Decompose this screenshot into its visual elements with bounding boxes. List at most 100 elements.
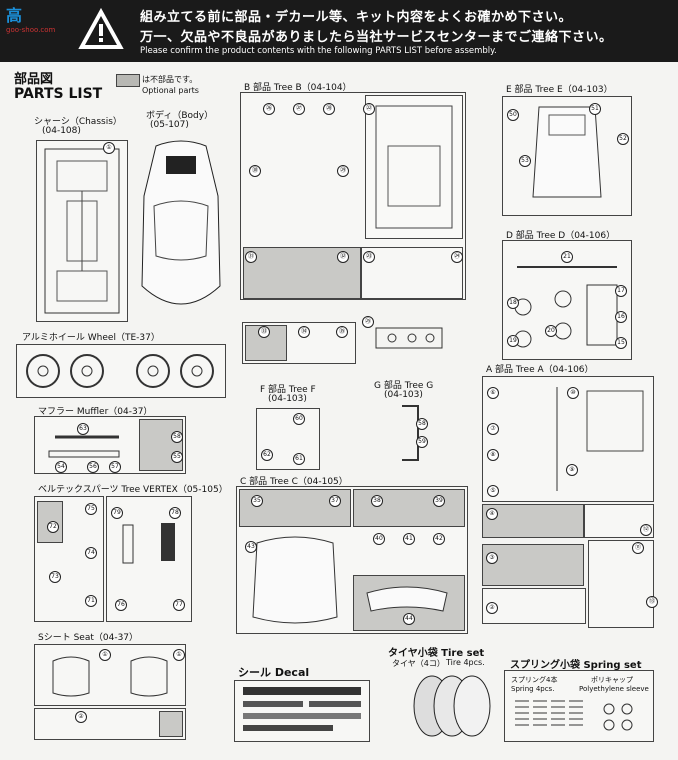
chassis-code: (04-108) <box>42 126 81 136</box>
part-number: ⑦ <box>487 423 499 435</box>
banner-line-1: 組み立てる前に部品・デカール等、キット内容をよくお確かめ下さい。 <box>140 10 573 25</box>
part-number: 20 <box>545 325 557 337</box>
spring-frame: スプリング4本 Spring 4pcs. ポリキャップ Polyethylene… <box>504 670 654 742</box>
part-number: ㉖ <box>263 103 275 115</box>
part-number: ⑫ <box>640 524 652 536</box>
part-number: 78 <box>169 507 181 519</box>
muffler-frame: 63 54 56 57 58 55 <box>34 416 186 474</box>
chassis-label: シャーシ（Chassis） <box>34 117 122 127</box>
body-code: (05-107) <box>150 120 189 130</box>
part-number: 76 <box>115 599 127 611</box>
part-number: 51 <box>589 103 601 115</box>
part-number: 19 <box>507 335 519 347</box>
part-number: 54 <box>55 461 67 473</box>
part-number: 72 <box>47 521 59 533</box>
part-number: 42 <box>433 533 445 545</box>
tire-sub-jp: タイヤ（4コ） <box>392 659 445 668</box>
part-number: 58 <box>416 418 428 430</box>
part-number: 60 <box>293 413 305 425</box>
part-number: ⑪ <box>632 542 644 554</box>
parts-list-title-jp: 部品図 <box>14 72 54 87</box>
tree-e-label: E 部品 Tree E（04-103） <box>506 85 613 95</box>
part-number: 57 <box>109 461 121 473</box>
tree-b-panel-runner <box>361 247 463 299</box>
part-number: 75 <box>85 503 97 515</box>
seat-small-runner: ② <box>34 708 186 740</box>
optional-legend-en: Optional parts <box>142 86 199 95</box>
tree-a-optional-runner-2 <box>482 544 584 586</box>
part-number: 58 <box>171 431 183 443</box>
seat-frame: ① ① <box>34 644 186 706</box>
decal-sheet <box>234 680 370 742</box>
part-number: 55 <box>171 451 183 463</box>
part-number: ⑥ <box>487 387 499 399</box>
part-number: ㉞ <box>298 326 310 338</box>
part-number: ㉕ <box>362 316 374 328</box>
part-number: 37 <box>329 495 341 507</box>
chassis-drawing <box>44 148 120 314</box>
part-number: ② <box>75 711 87 723</box>
part-number: ㉚ <box>249 165 261 177</box>
body-label: ボディ（Body） <box>146 111 214 121</box>
part-number: ① <box>103 142 115 154</box>
part-number: 38 <box>371 495 383 507</box>
part-number: ⑩ <box>567 387 579 399</box>
part-number: 62 <box>261 449 273 461</box>
part-number: ㉟ <box>336 326 348 338</box>
part-number: 39 <box>433 495 445 507</box>
chassis-part <box>36 140 128 322</box>
banner-line-3: Please confirm the product contents with… <box>140 46 497 56</box>
part-number: 40 <box>373 533 385 545</box>
part-number: ① <box>99 649 111 661</box>
tree-a-arm-runner <box>588 540 654 628</box>
part-number: ㉝ <box>258 326 270 338</box>
spring-b-en: Polyethylene sleeve <box>579 685 649 693</box>
part-number: ⑨ <box>566 464 578 476</box>
spring-a-en: Spring 4pcs. <box>511 685 555 693</box>
tree-f-label: F 部品 Tree F <box>260 385 316 395</box>
part-number: ① <box>173 649 185 661</box>
tire-sub-en: Tire 4pcs. <box>446 658 485 667</box>
tree-f-code: (04-103) <box>268 394 307 404</box>
tree-a-optional-runner <box>482 504 584 538</box>
banner-line-2: 万一、欠品や不良品がありましたら当社サービスセンターまでご連絡下さい。 <box>140 30 613 45</box>
vertex-frame-left: 72 75 73 74 71 <box>34 496 104 622</box>
part-number: 63 <box>77 423 89 435</box>
optional-legend-jp: は不部品です。 <box>142 75 198 84</box>
body-drawing <box>141 140 221 305</box>
tree-a-rod-runner <box>482 588 586 624</box>
part-number: ㉗ <box>293 103 305 115</box>
tree-a-label: A 部品 Tree A（04-106） <box>486 365 594 375</box>
part-number: 50 <box>507 109 519 121</box>
spring-a-jp: スプリング4本 <box>511 676 558 684</box>
part-number: 77 <box>173 599 185 611</box>
part-number: ⑬ <box>646 596 658 608</box>
part-number: 52 <box>617 133 629 145</box>
part-number: ㉒ <box>363 103 375 115</box>
part-number: 56 <box>87 461 99 473</box>
decal-label: シール Decal <box>238 666 310 679</box>
tree-b-frame: ㉖ ㉗ ㉘ ㉒ ㉚ ㉙ ㉛ ㉜ ㉓ ㉔ <box>240 92 466 300</box>
part-number: ㉓ <box>363 251 375 263</box>
part-number: ㉙ <box>337 165 349 177</box>
tree-b-label: B 部品 Tree B（04-104） <box>244 83 352 93</box>
tree-e-frame: 51 50 53 52 <box>502 96 632 216</box>
tree-c-label: C 部品 Tree C（04-105） <box>240 477 348 487</box>
tire-label: タイヤ小袋 Tire set <box>388 648 485 659</box>
tire-drawing <box>413 675 491 737</box>
tree-f-frame: 60 61 62 <box>256 408 320 470</box>
tree-a-frame: ⑩ ⑥ ⑦ ⑧ ⑤ <box>482 376 654 502</box>
vertex-label: ベルテックスパーツ Tree VERTEX（05-105） <box>38 485 228 495</box>
part-number: 17 <box>615 285 627 297</box>
part-number: ㉘ <box>323 103 335 115</box>
part-number: 43 <box>245 541 257 553</box>
part-number: 71 <box>85 595 97 607</box>
part-number: 16 <box>615 311 627 323</box>
optional-legend-swatch <box>116 74 140 87</box>
part-number: 15 <box>615 337 627 349</box>
part-number: 44 <box>403 613 415 625</box>
spring-label: スプリング小袋 Spring set <box>510 660 642 671</box>
warning-icon <box>78 7 124 49</box>
